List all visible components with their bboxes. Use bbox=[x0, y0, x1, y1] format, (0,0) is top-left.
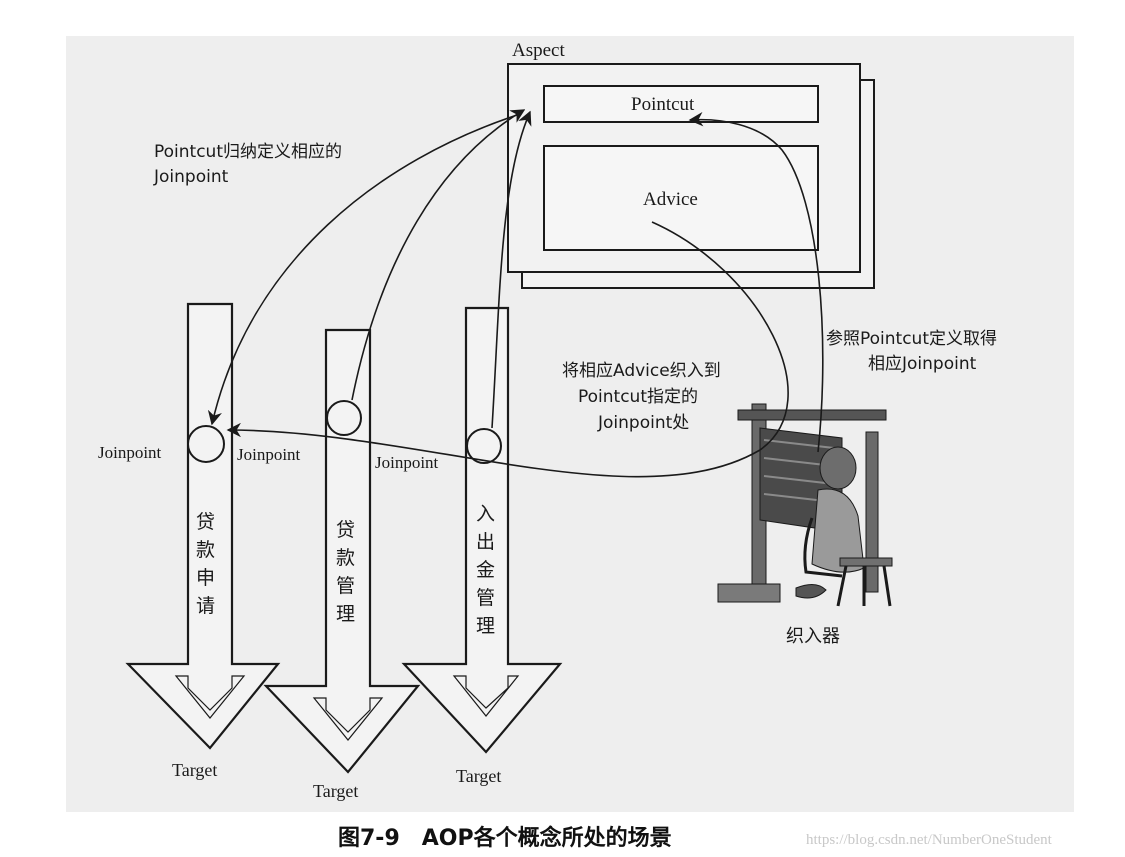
weaver-illustration: 织入器 bbox=[717, 403, 893, 647]
pointcut-label: Pointcut bbox=[631, 94, 695, 115]
target-label: Target bbox=[313, 781, 358, 801]
target-name-char: 管 bbox=[476, 587, 495, 609]
pointcut-box: Pointcut bbox=[543, 85, 819, 123]
target-name-char: 贷 bbox=[336, 519, 355, 541]
arrow-weaver-to-pointcut bbox=[688, 111, 824, 453]
joinpoint-label: Joinpoint bbox=[98, 443, 162, 462]
target-name-char: 金 bbox=[476, 559, 495, 581]
connector-arrows bbox=[207, 109, 824, 478]
advice-label: Advice bbox=[643, 189, 698, 210]
note-weaver-refers-line2: 相应Joinpoint bbox=[868, 354, 977, 374]
joinpoint-circle bbox=[466, 428, 502, 464]
target-name-char: 款 bbox=[336, 547, 355, 569]
target-name-char: 申 bbox=[196, 567, 215, 589]
joinpoint-circle bbox=[187, 425, 225, 463]
target-name-char: 贷 bbox=[196, 511, 215, 533]
target-deposit-withdrawal-management: Joinpoint 入 出 金 管 理 Target bbox=[375, 306, 563, 786]
weaver-label: 织入器 bbox=[786, 626, 840, 647]
target-name-char: 管 bbox=[336, 575, 355, 597]
arrow-advice-to-joinpoint bbox=[226, 221, 789, 478]
target-name-char: 理 bbox=[336, 603, 355, 625]
target-name-char: 入 bbox=[476, 503, 495, 525]
arrow-joinpoint2-to-pointcut bbox=[351, 109, 526, 401]
watermark: https://blog.csdn.net/NumberOneStudent bbox=[806, 832, 1053, 848]
joinpoint-label: Joinpoint bbox=[375, 453, 439, 472]
note-pointcut-defines-line1: Pointcut归纳定义相应的 bbox=[154, 142, 342, 162]
note-pointcut-defines-line2: Joinpoint bbox=[153, 167, 229, 187]
target-name-char: 请 bbox=[196, 595, 215, 617]
joinpoint-label: Joinpoint bbox=[237, 445, 301, 464]
joinpoint-circle bbox=[326, 400, 362, 436]
target-label: Target bbox=[456, 766, 501, 786]
target-name-char: 出 bbox=[476, 531, 495, 553]
arrow-joinpoint3-to-pointcut bbox=[491, 110, 532, 429]
note-weave-advice-line2: Pointcut指定的 bbox=[578, 387, 698, 407]
aspect-label: Aspect bbox=[512, 40, 565, 61]
target-loan-application: Joinpoint 贷 款 申 请 Target bbox=[98, 302, 281, 780]
target-name-char: 理 bbox=[476, 615, 495, 637]
advice-box: Advice bbox=[543, 145, 819, 251]
target-loan-management: Joinpoint 贷 款 管 理 Target bbox=[237, 328, 421, 801]
note-weave-advice-line3: Joinpoint处 bbox=[597, 413, 689, 433]
arrow-pointcut-to-joinpoint bbox=[207, 113, 521, 426]
note-weave-advice-line1: 将相应Advice织入到 bbox=[562, 361, 721, 381]
target-name-char: 款 bbox=[196, 539, 215, 561]
figure-caption: 图7-9 AOP各个概念所处的场景 bbox=[338, 825, 672, 851]
note-weaver-refers-line1: 参照Pointcut定义取得 bbox=[826, 329, 997, 349]
target-label: Target bbox=[172, 760, 217, 780]
